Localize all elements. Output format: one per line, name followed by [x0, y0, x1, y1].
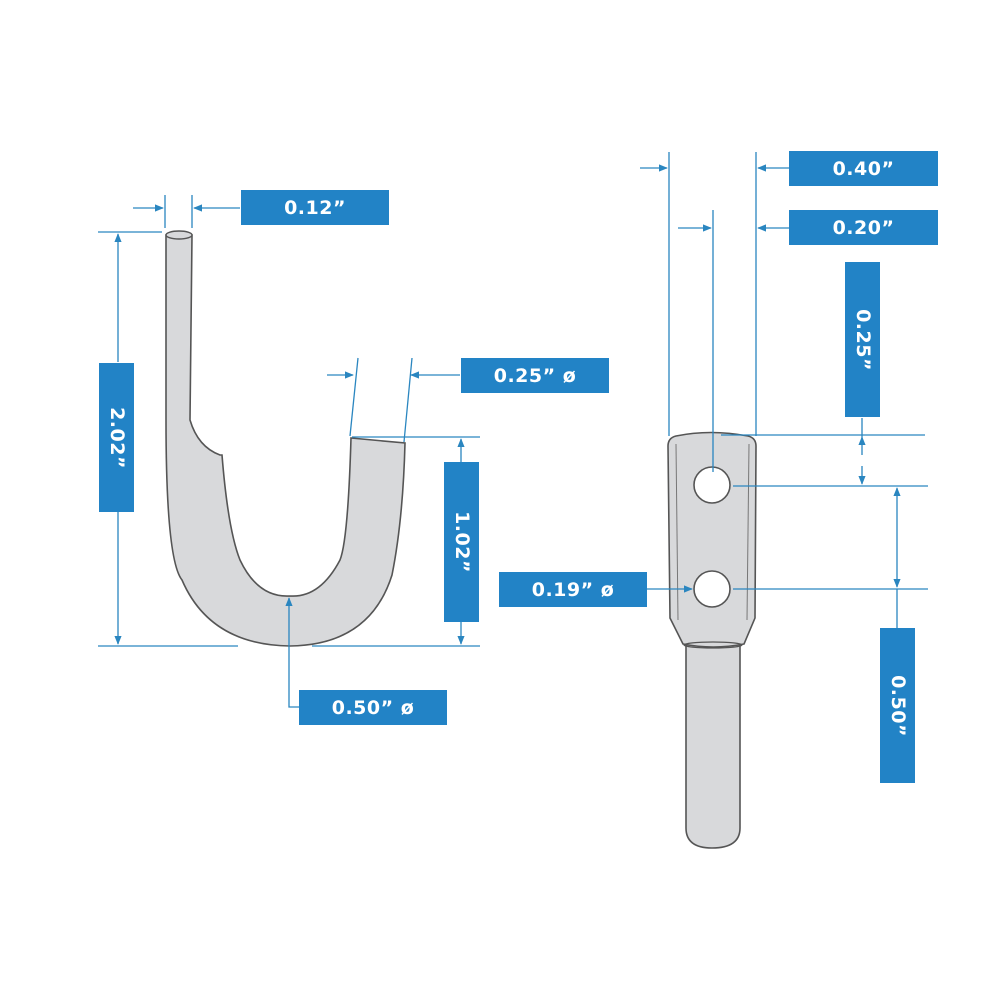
- plate-hook-drawing: [667, 431, 757, 849]
- label-hole-offset: 0.20”: [789, 210, 938, 245]
- label-hole-spacing: 0.50”: [880, 628, 915, 783]
- label-total-height: 2.02”: [99, 363, 134, 512]
- plate-dimension-lines: [640, 152, 928, 628]
- label-inner-height: 1.02”: [444, 462, 479, 622]
- label-tip-width: 0.12”: [241, 190, 389, 225]
- label-hole-diameter: 0.19” ø: [499, 572, 647, 607]
- label-plate-width: 0.40”: [789, 151, 938, 186]
- hook-dimension-lines: [98, 195, 480, 708]
- lower-hole: [693, 570, 731, 608]
- label-bend-diameter: 0.50” ø: [299, 690, 447, 725]
- upper-hole: [693, 466, 731, 504]
- label-top-to-hole: 0.25”: [845, 262, 880, 417]
- j-hook-drawing: [165, 230, 406, 647]
- label-wire-diameter: 0.25” ø: [461, 358, 609, 393]
